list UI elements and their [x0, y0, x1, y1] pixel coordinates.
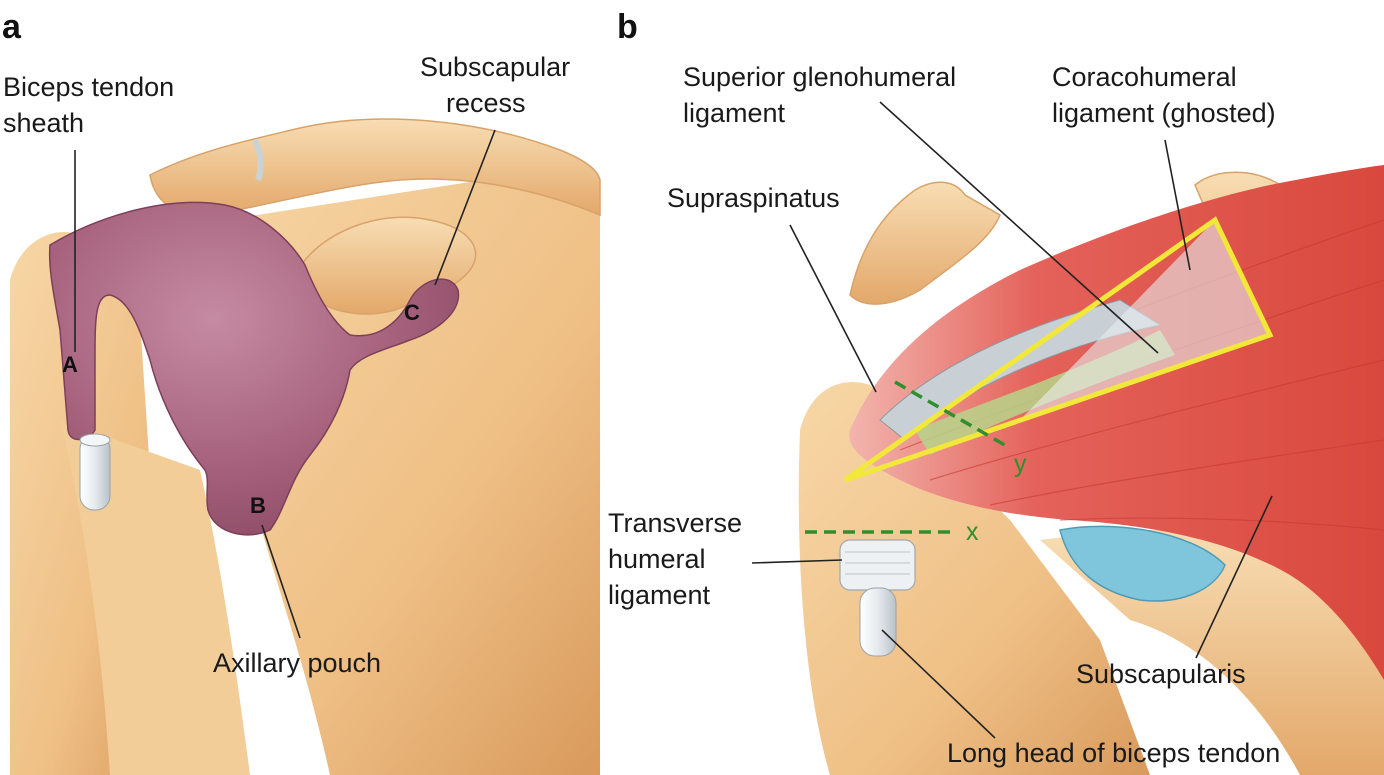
section-line-y [894, 380, 1011, 450]
acromion-b [849, 181, 1001, 305]
leader-long-head-biceps [881, 629, 996, 739]
subscapular-bursa [1059, 525, 1226, 602]
marker-C: C [404, 300, 420, 325]
panel-a: A B C a Biceps tendon sheath Subscapular… [2, 8, 601, 775]
label-transverse-humeral-ligament: Transverse humeral ligament [608, 508, 750, 610]
leader-supraspinatus [789, 224, 877, 393]
marker-A: A [62, 352, 78, 377]
leader-superior-gh [879, 101, 1159, 354]
axis-marker-y: y [1014, 450, 1027, 478]
label-coracohumeral-ligament: Coracohumeral ligament (ghosted) [1052, 62, 1276, 128]
label-supraspinatus: Supraspinatus [667, 183, 840, 213]
humerus-head-b [798, 382, 1150, 775]
joint-capsule [48, 201, 460, 536]
ligament-fibers [845, 551, 910, 575]
label-subscapular-recess: Subscapular recess [420, 52, 578, 118]
label-subscapularis: Subscapularis [1076, 659, 1246, 689]
ligament-outline-triangle [843, 216, 1274, 483]
label-axillary-pouch: Axillary pouch [213, 648, 381, 678]
humerus-shaft [60, 420, 250, 775]
transverse-humeral-ligament [839, 539, 916, 591]
leader-coracohumeral [1164, 139, 1191, 271]
leader-subscapular-recess [434, 129, 496, 286]
tendon-cut-end [79, 433, 111, 447]
panel-letter-a: a [2, 8, 22, 46]
axis-marker-x: x [966, 518, 979, 546]
leader-axillary-pouch [261, 524, 301, 639]
label-biceps-tendon-sheath: Biceps tendon sheath [3, 72, 182, 138]
leader-transverse-humeral [751, 559, 843, 564]
label-long-head-biceps: Long head of biceps tendon [947, 738, 1280, 768]
coracohumeral-ghost [1020, 220, 1270, 420]
label-superior-gh-ligament: Superior glenohumeral ligament [683, 62, 964, 128]
panel-letter-b: b [617, 8, 638, 46]
panel-b: x y b Superior glenohumeral ligament Cor… [608, 8, 1384, 775]
leader-subscapularis [1195, 495, 1273, 659]
acromion-joint-line [252, 138, 264, 181]
marker-B: B [250, 493, 266, 518]
long-head-biceps-tendon [859, 587, 897, 657]
